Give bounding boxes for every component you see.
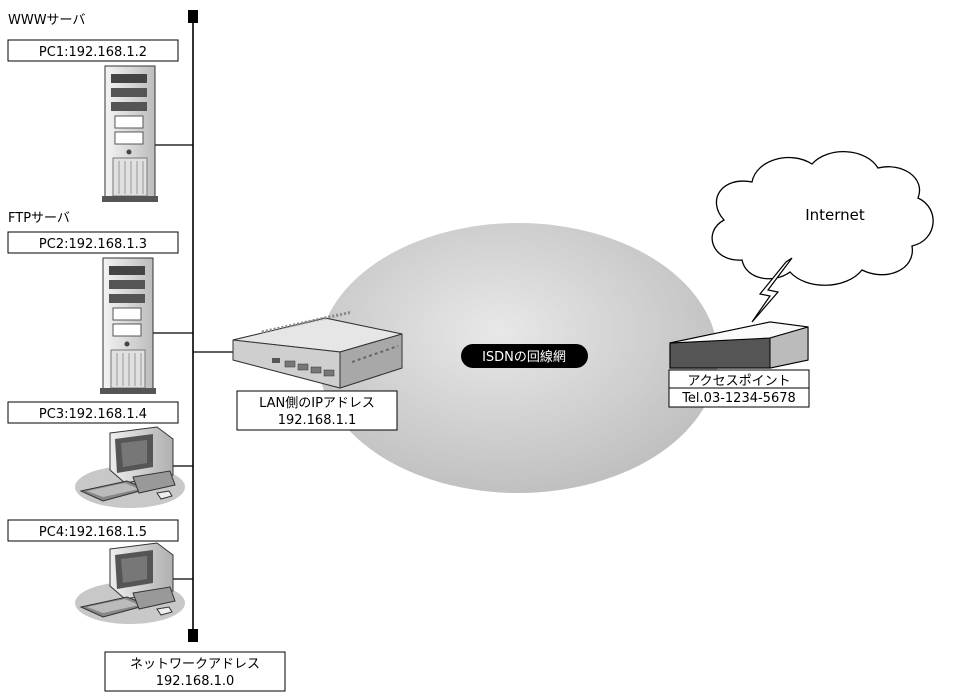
backbone-bottom-terminator [188,629,198,642]
network-address-title: ネットワークアドレス [130,657,260,672]
pc3-address-box [7,401,179,424]
pc1-address-label: PC1:192.168.1.2 [39,45,147,60]
pc1-role-label: WWWサーバ [8,13,85,28]
internet-cloud-group: Internet [711,151,934,286]
router-group: LAN側のIPアドレス 192.168.1.1 [232,310,403,431]
pc2-address-box [7,231,179,254]
isdn-label-pill [461,344,588,368]
pc1-group: WWWサーバ PC1:192.168.1.2 [7,13,179,202]
internet-label: Internet [805,206,865,224]
network-address-box [104,651,286,692]
pc4-group: PC4:192.168.1.5 [7,519,185,624]
router-address-value: 192.168.1.1 [278,413,357,428]
access-point-title: アクセスポイント [687,374,790,389]
isdn-label-text: ISDNの回線網 [482,349,566,365]
pc1-server-icon [102,65,158,202]
router-address-title: LAN側のIPアドレス [259,396,375,411]
router-address-box [236,390,398,431]
access-point-group: アクセスポイント Tel.03-1234-5678 [668,321,810,408]
pc4-address-box [7,519,179,542]
lan-backbone [188,10,198,642]
pc3-desktop-icon [75,426,185,508]
lan-connectors [153,144,233,580]
pc2-address-label: PC2:192.168.1.3 [39,237,147,252]
router-icon [232,310,403,389]
pc1-address-box [7,39,179,62]
pc3-address-label: PC3:192.168.1.4 [39,407,147,422]
isdn-label-group: ISDNの回線網 [461,344,588,368]
pc4-desktop-icon [75,542,185,624]
network-address-value: 192.168.1.0 [156,674,235,689]
internet-cloud-icon [711,151,934,286]
pc2-server-icon [100,257,156,394]
pc3-group: PC3:192.168.1.4 [7,401,185,508]
pc2-role-label: FTPサーバ [8,211,70,226]
pc4-address-label: PC4:192.168.1.5 [39,525,147,540]
pc2-group: FTPサーバ PC2:192.168.1.3 [7,211,179,394]
network-address-group: ネットワークアドレス 192.168.1.0 [104,651,286,692]
lightning-bolt-icon [751,257,793,323]
access-point-icon [669,321,809,369]
access-point-tel: Tel.03-1234-5678 [681,391,796,406]
